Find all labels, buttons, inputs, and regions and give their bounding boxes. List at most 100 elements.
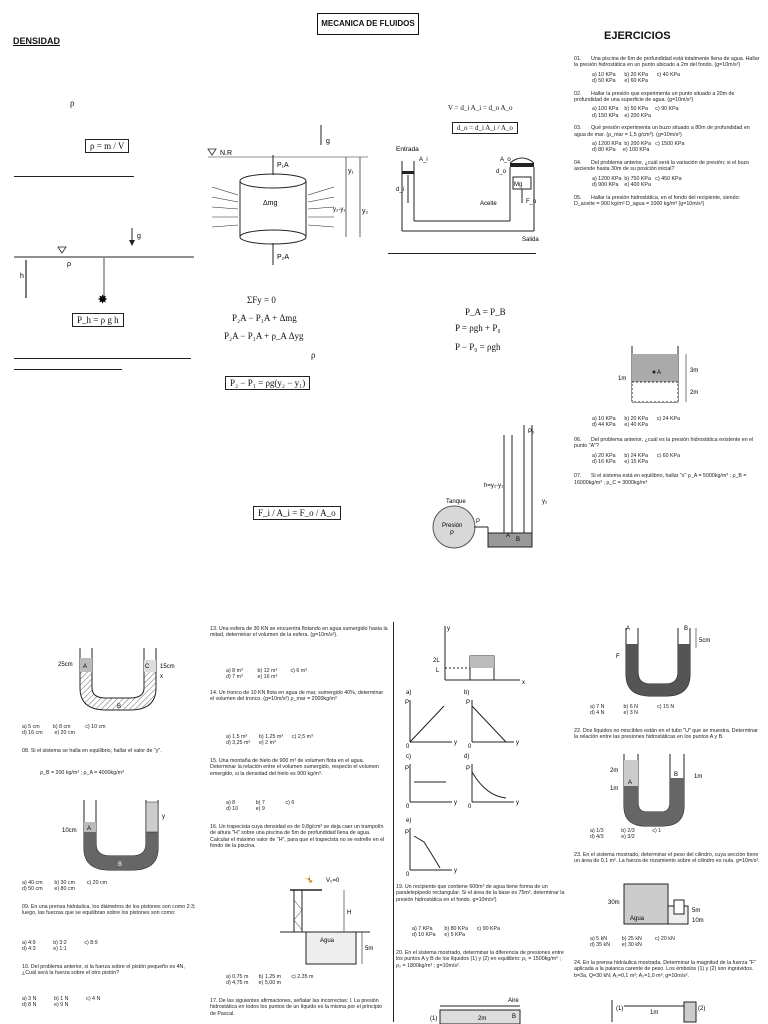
svg-text:a): a) [406, 690, 411, 696]
svg-text:A: A [626, 626, 630, 632]
exercise-10: 10. Del problema anterior, si la fuerza … [22, 964, 185, 977]
svg-text:0: 0 [406, 804, 410, 810]
svg-text:B: B [512, 1014, 516, 1020]
exercise-09: 09. En una prensa hidráulica, los diámet… [22, 904, 196, 917]
exercise-23-options: a) 5 kN b) 25 kN c) 20 kN d) 35 kN e) 30… [590, 936, 675, 949]
svg-text:h=y₂-y₁: h=y₂-y₁ [484, 483, 503, 489]
svg-text:d_i: d_i [396, 187, 404, 193]
svg-text:C: C [145, 664, 150, 670]
divider [14, 176, 134, 177]
svg-text:25cm: 25cm [58, 662, 73, 668]
svg-text:A: A [628, 780, 632, 786]
svg-text:P: P [405, 766, 409, 772]
fig16-trampoline: 🤸 V₀=0 H Agua 5m [280, 874, 373, 965]
exercise-06-options: a) 20 KPa b) 24 KPa c) 60 KPa d) 16 KPa … [592, 452, 681, 466]
equation-1: P₂A − P₁A + Δmg [232, 313, 297, 323]
fig05-container: A 3m 2m 1m [618, 346, 698, 403]
svg-text:A: A [83, 664, 87, 670]
fig24-container: (1) 1m (2) [611, 1000, 705, 1023]
svg-text:Aire: Aire [508, 998, 519, 1004]
fig08-u-tube: 10cm A B y [62, 800, 165, 871]
svg-text:N.R: N.R [220, 150, 232, 157]
p-rho: P = ρgh + P₀ [455, 323, 501, 333]
pa-pb: P_A = P_B [465, 307, 506, 317]
svg-text:Tanque: Tanque [446, 499, 466, 505]
svg-text:y: y [447, 626, 450, 632]
exercise-01: 01.Una piscina de 6m de profundidad está… [574, 56, 760, 69]
svg-text:B: B [118, 862, 122, 868]
divider [14, 358, 191, 359]
exercise-02-options: a) 100 KPa b) 50 KPa c) 90 KPa d) 150 KP… [592, 106, 679, 119]
svg-text:Salida: Salida [522, 237, 539, 243]
svg-text:Presión: Presión [442, 523, 462, 529]
svg-text:30m: 30m [608, 900, 620, 906]
exercise-15: 15. Una montaña de hielo de 900 m³ de vo… [210, 758, 379, 777]
svg-text:P: P [466, 700, 470, 706]
svg-text:d): d) [464, 754, 469, 760]
equation-3: P₂ − P₁ = ρg(y₂ − y₁) [225, 376, 311, 390]
hydro-formula: P_h = ρ g h [72, 313, 124, 327]
svg-text:H: H [347, 910, 351, 916]
svg-text:P: P [450, 531, 454, 537]
svg-text:2L: 2L [433, 658, 440, 664]
svg-text:1m: 1m [650, 1010, 658, 1016]
exercise-24: 24. En la prensa hidráulica mostrada. De… [574, 960, 756, 979]
exercise-22: 22. Dos líquidos no miscibles están en e… [574, 728, 758, 741]
fig07-u-tube: 25cm A C 15cm x B [58, 648, 175, 711]
svg-text:(1): (1) [616, 1006, 623, 1012]
exercise-04: 04.Del problema anterior, ¿cuál será la … [574, 159, 750, 173]
exercise-08-options: a) 40 cm b) 30 cm c) 20 cm d) 50 cm e) 8… [22, 880, 108, 893]
svg-text:y₁: y₁ [348, 168, 355, 175]
svg-text:P: P [476, 519, 480, 525]
graphs-area: y x 2L L a) P 0 y b) P 0 y c) P 0 y d) P… [405, 626, 525, 878]
exercise-13: 13. Una esfera de 30 KN se encuentra flo… [210, 626, 388, 639]
svg-text:V₀=0: V₀=0 [326, 878, 340, 884]
svg-text:🤸: 🤸 [304, 874, 314, 884]
svg-text:Mg: Mg [514, 182, 522, 188]
submerged-cylinder-diagram: g N.R P₁A P₂A Δmg y₁ y₂-y₁ y₂ [207, 125, 369, 265]
svg-text:3m: 3m [690, 368, 698, 374]
divider [14, 369, 122, 370]
svg-text:(2): (2) [698, 1006, 705, 1012]
svg-text:y₂: y₂ [362, 208, 369, 215]
exercise-20: 20. En el sistema mostrado, determinar l… [396, 950, 564, 969]
density-heading: DENSIDAD [13, 36, 61, 46]
svg-text:y₂-y₁: y₂-y₁ [333, 207, 345, 213]
svg-text:y: y [454, 740, 457, 746]
exercise-05-options: a) 10 KPa b) 20 KPa c) 24 KPa d) 44 KPa … [592, 416, 681, 429]
exercise-15-options: a) 8 b) 7 c) 6 d) 10 e) 9 [226, 800, 295, 813]
svg-text:5cm: 5cm [699, 638, 710, 644]
exercise-05: 05.Hallar la presión hidrostática, en el… [574, 194, 740, 207]
svg-text:L: L [436, 668, 440, 674]
exercise-14-options: a) 1,5 m³ b) 1,25 m³ c) 2,5 m³ d) 3,25 m… [226, 734, 313, 747]
exercises-heading: EJERCICIOS [604, 30, 671, 42]
exercise-07: 07.Si el sistema está en equilibrio, hal… [574, 473, 747, 486]
column-divider [393, 622, 394, 1022]
svg-text:x: x [522, 680, 525, 686]
exercise-07-options: a) 5 cm b) 8 cm c) 10 cm d) 16 cm e) 20 … [22, 724, 106, 737]
svg-text:e): e) [406, 818, 411, 824]
svg-text:B: B [516, 537, 520, 543]
svg-text:Δmg: Δmg [263, 200, 278, 207]
svg-text:2m: 2m [610, 768, 618, 774]
svg-text:x: x [160, 674, 163, 680]
exercise-17: 17. De las siguientes afirmaciones, seña… [210, 998, 382, 1017]
exercise-list-right: 01.Una piscina de 6m de profundidad está… [574, 56, 760, 207]
svg-text:10m: 10m [692, 918, 704, 924]
exercise-19-options: a) 7 KPa b) 80 KPa c) 90 KPa d) 10 KPa e… [412, 926, 501, 939]
exercise-03-options: a) 1200 KPa b) 200 KPa c) 1500 KPa d) 80… [592, 141, 685, 154]
sum-fy: ΣFy = 0 [247, 295, 276, 305]
fig21-u-tube: A B F 5cm [616, 626, 710, 697]
svg-text:F: F [616, 654, 620, 660]
svg-text:A: A [87, 826, 91, 832]
svg-text:P: P [405, 830, 409, 836]
svg-text:Entrada: Entrada [396, 146, 419, 153]
exercise-19: 19. Un recipiente que contiene 600m³ de … [396, 884, 565, 903]
svg-text:5m: 5m [692, 908, 700, 914]
svg-text:0: 0 [406, 872, 410, 878]
density-formula: ρ = m / V [85, 139, 130, 153]
volume-equation: V = d_i A_i = d_o A_o [448, 104, 513, 112]
hydrostatic-diagram: ρ g ✸ h [14, 228, 194, 306]
svg-text:y: y [454, 868, 457, 874]
svg-text:y₂: y₂ [542, 499, 548, 505]
